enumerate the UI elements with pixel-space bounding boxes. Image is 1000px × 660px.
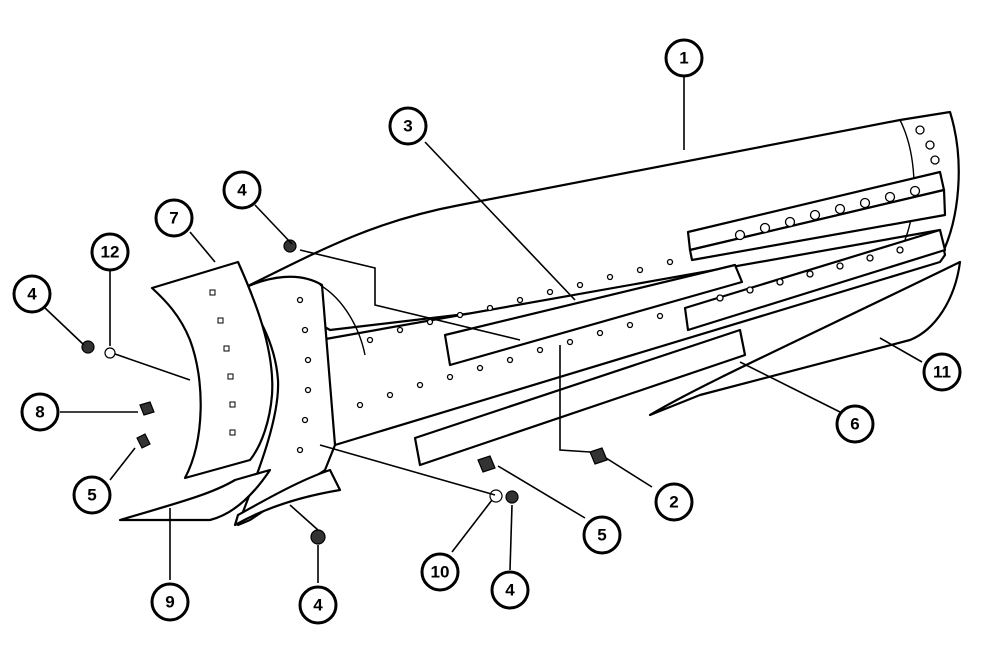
callout-4-top: 4	[222, 170, 262, 210]
callout-label: 5	[597, 526, 606, 545]
front-flange	[150, 260, 274, 480]
callout-label: 4	[27, 285, 37, 304]
callout-label: 9	[165, 593, 174, 612]
flange-slots	[209, 289, 236, 436]
callout-label: 7	[169, 209, 178, 228]
callout-label: 6	[850, 415, 859, 434]
callout-8: 8	[20, 392, 60, 432]
callout-1: 1	[664, 38, 704, 78]
strip-6	[413, 228, 947, 467]
rivet-holes	[296, 125, 940, 454]
callout-label: 4	[237, 181, 247, 200]
callout-label: 2	[669, 493, 678, 512]
callout-3: 3	[388, 106, 428, 146]
callout-label: 3	[403, 117, 412, 136]
callout-label: 4	[505, 581, 515, 600]
callout-2: 2	[654, 482, 694, 522]
bottom-fin	[118, 468, 342, 527]
callout-6: 6	[835, 404, 875, 444]
callout-11: 11	[922, 352, 962, 392]
callout-4-bottom-left: 4	[298, 585, 338, 625]
callout-4-left: 4	[12, 274, 52, 314]
leader-lines	[44, 76, 923, 583]
callout-4-bottom-right: 4	[490, 570, 530, 610]
callout-label: 5	[87, 486, 96, 505]
callout-9: 9	[150, 582, 190, 622]
callout-label: 10	[431, 563, 450, 582]
callout-5-left: 5	[72, 475, 112, 515]
main-housing	[236, 110, 962, 527]
callout-label: 1	[679, 49, 688, 68]
callout-label: 12	[101, 243, 120, 262]
callout-10: 10	[420, 552, 460, 592]
hardware	[81, 239, 608, 545]
callout-5-right: 5	[582, 515, 622, 555]
callout-7: 7	[154, 198, 194, 238]
callout-label: 8	[35, 403, 44, 422]
callout-label: 11	[933, 363, 951, 382]
callout-label: 4	[313, 596, 323, 615]
callout-12: 12	[90, 232, 130, 272]
